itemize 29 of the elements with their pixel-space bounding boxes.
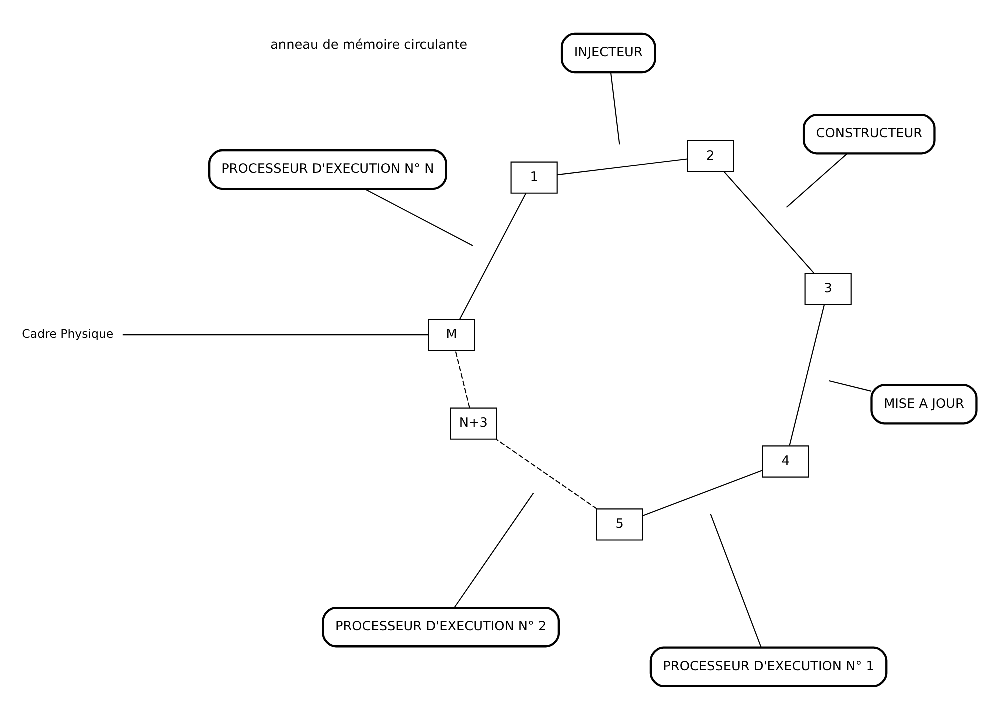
connector [610, 72, 620, 144]
node-box: PROCESSEUR D'EXECUTION N° 1 [649, 646, 888, 687]
label: anneau de mémoire circulante [270, 38, 468, 53]
node-box: CONSTRUCTEUR [802, 114, 936, 154]
node-box: INJECTEUR [560, 32, 656, 74]
connector [459, 192, 526, 320]
node-box: M [428, 318, 475, 351]
node-text: Cadre Physique [22, 326, 114, 341]
node-box: 4 [762, 445, 809, 478]
connector [724, 171, 814, 274]
node-box: 3 [804, 272, 852, 305]
connector [710, 514, 762, 648]
node-box: 2 [686, 140, 734, 172]
connector [454, 350, 470, 408]
node-box: 5 [596, 508, 643, 540]
connector [364, 188, 473, 246]
connector [828, 380, 872, 392]
node-box: PROCESSEUR D'EXECUTION N° 2 [322, 606, 560, 648]
connector [788, 304, 825, 446]
connector [454, 492, 534, 608]
connector [786, 152, 848, 208]
connector [122, 334, 428, 336]
node-box: N+3 [450, 407, 497, 440]
connector [642, 470, 762, 516]
node-box: MISE A JOUR [870, 384, 978, 424]
node-box: 1 [510, 161, 558, 194]
connector [556, 158, 688, 176]
connector [496, 438, 598, 510]
node-box: PROCESSEUR D'EXECUTION N° N [208, 148, 447, 190]
